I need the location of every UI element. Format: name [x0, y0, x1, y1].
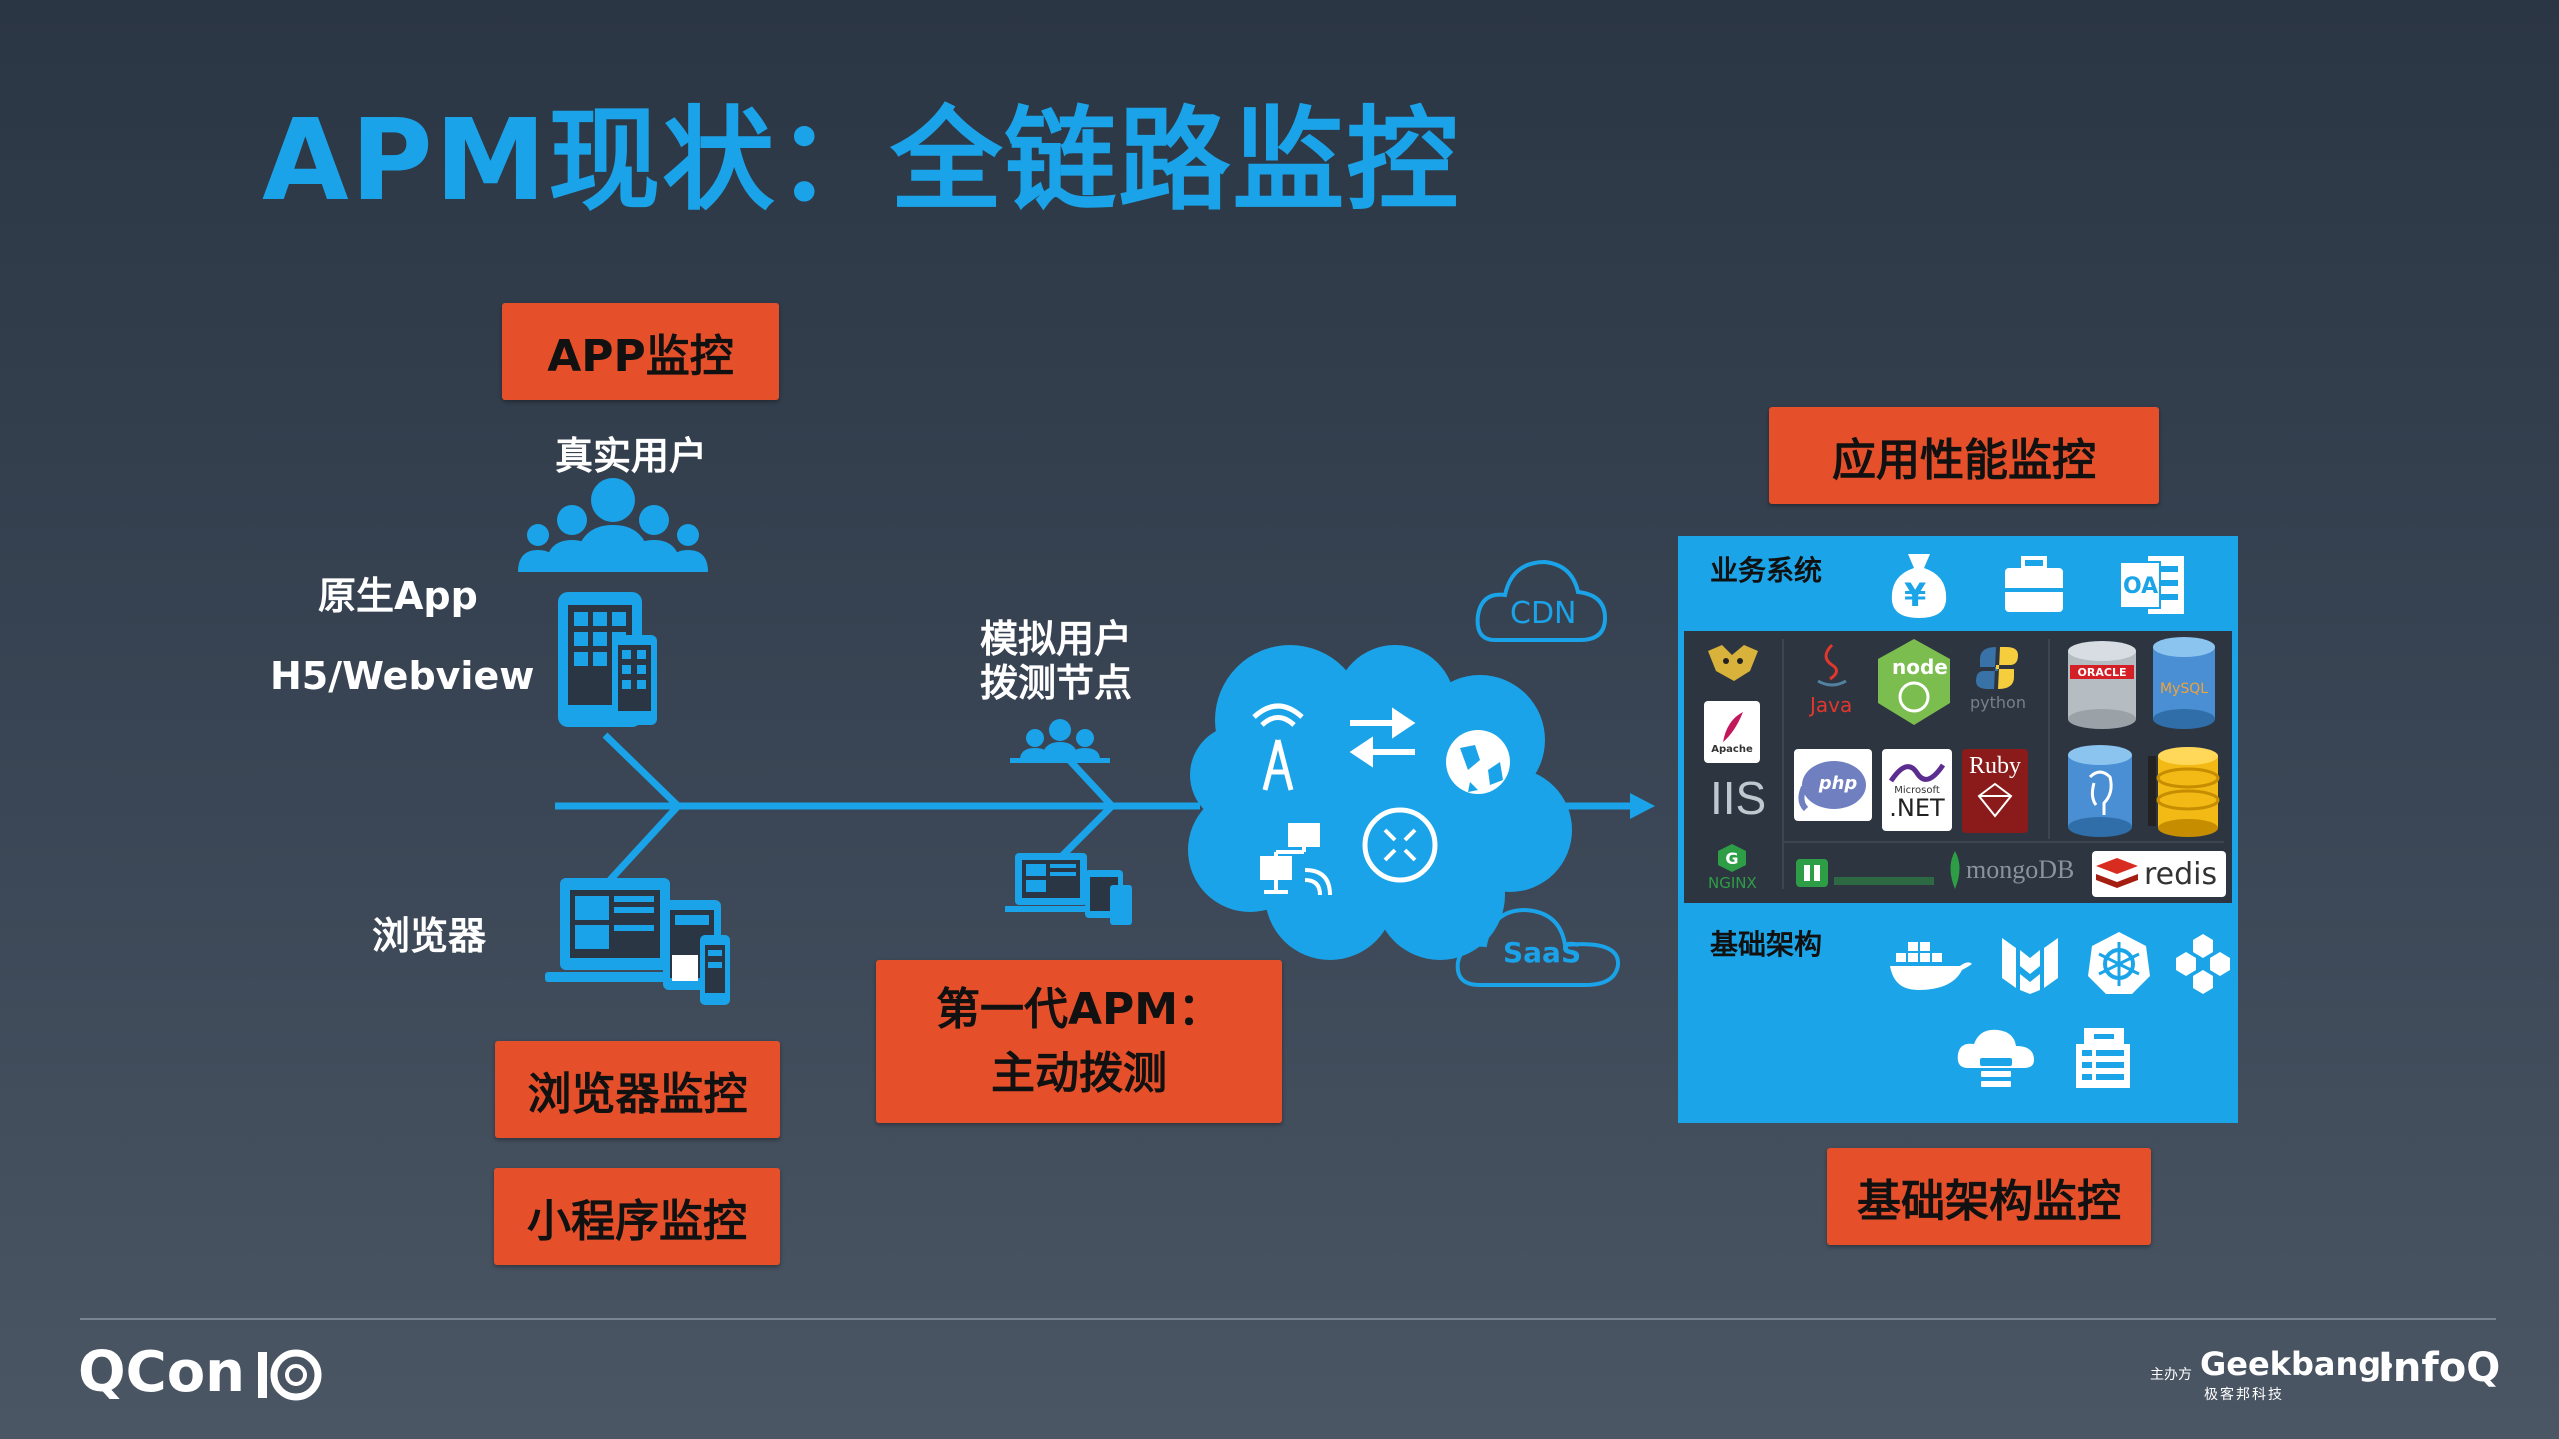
- java-icon: [1817, 643, 1847, 687]
- microsoft-label: Microsoft: [1894, 784, 1940, 796]
- cdn-cloud-icon: [1475, 559, 1608, 642]
- router-icon: [1362, 807, 1438, 883]
- dotnet-label: .NET: [1889, 793, 1945, 822]
- oa-label: OA: [2123, 574, 2159, 599]
- postgresql-db-icon: [2068, 745, 2132, 837]
- php-logo: php: [1794, 749, 1872, 821]
- couchbase-icon: [1796, 859, 1934, 887]
- briefcase-icon: [2005, 556, 2063, 612]
- sim-users-label-1: 模拟用户: [980, 617, 1133, 661]
- real-users-label: 真实用户: [555, 434, 708, 478]
- php-elephant-icon: php: [1798, 761, 1866, 812]
- infra-monitor-box: 基础架构监控: [1827, 1148, 2151, 1245]
- qcon-10-badge-icon: [258, 1349, 322, 1401]
- app-perf-monitor-box: 应用性能监控: [1769, 407, 2159, 504]
- oracle-db-icon: ORACLE: [2068, 641, 2136, 729]
- lan-network-icon: [1260, 823, 1332, 896]
- apache-label: Apache: [1711, 743, 1753, 755]
- infoq-logo: InfoQ: [2378, 1345, 2501, 1391]
- saas-label: SaaS: [1503, 936, 1582, 969]
- app-perf-monitor-label: 应用性能监控: [1832, 434, 2096, 486]
- office-outlook-icon: [2119, 556, 2184, 614]
- cloud-storage-icon: [1957, 1029, 2034, 1089]
- geekbang-cn-label: 极客邦科技: [2204, 1387, 2284, 1403]
- antenna-icon: [1252, 703, 1304, 791]
- mongodb-leaf-icon: [1950, 851, 1960, 889]
- first-gen-apm-box: 第一代APM： 主动拨测: [876, 960, 1282, 1123]
- globe-icon: [1446, 730, 1510, 794]
- mysql-db-icon: MySQL: [2153, 637, 2215, 729]
- kubernetes-icon: [2088, 932, 2150, 994]
- first-gen-line1: 第一代APM：: [935, 983, 1223, 1035]
- docker-icon: [1890, 942, 1972, 990]
- footer-divider: [80, 1318, 2496, 1320]
- tomcat-icon: [1708, 645, 1758, 681]
- java-label: Java: [1810, 693, 1853, 717]
- exchange-arrows-icon: [1349, 707, 1416, 768]
- tech-stack-area: Apache IIS G NGINX Java node python: [1684, 631, 2232, 903]
- organizer-label: 主办方: [2150, 1367, 2192, 1383]
- flow-arrow-head: [1630, 793, 1655, 819]
- yen-symbol: ¥: [1904, 576, 1927, 614]
- tech-separator-horizontal: [1784, 841, 2224, 843]
- sim-users-label-2: 拨测节点: [980, 661, 1133, 705]
- browser-monitor-box: 浏览器监控: [495, 1041, 780, 1138]
- svg-text:G: G: [1725, 849, 1738, 868]
- sqlserver-db-icon: [2148, 747, 2220, 837]
- qcon-10-text: 10: [330, 1352, 331, 1353]
- qcon-logo: QCon: [78, 1340, 246, 1405]
- laptop-devices-icon: [1005, 853, 1132, 925]
- infrastructure-label: 基础架构: [1710, 928, 1823, 961]
- nginx-icon: G: [1718, 844, 1746, 872]
- redis-logo: redis: [2092, 851, 2226, 897]
- hexagon-cluster-icon: [2176, 934, 2230, 994]
- iis-logo: IIS: [1710, 772, 1767, 824]
- browser-monitor-label: 浏览器监控: [527, 1068, 748, 1120]
- h5-webview-label: H5/Webview: [270, 654, 535, 698]
- cdn-label: CDN: [1510, 596, 1577, 631]
- browser-label: 浏览器: [372, 914, 487, 958]
- first-gen-line2: 主动拨测: [991, 1047, 1167, 1099]
- mysql-label: MySQL: [2160, 681, 2208, 697]
- business-system-label: 业务系统: [1710, 554, 1823, 587]
- nodejs-label: node: [1892, 655, 1948, 679]
- saas-cloud-icon: [1455, 907, 1621, 987]
- infra-monitor-label: 基础架构监控: [1857, 1175, 2121, 1227]
- app-stack-panel: 业务系统 ¥ OA Apache IIS G NGINX: [1678, 536, 2238, 1123]
- redis-cube-icon: [2096, 858, 2138, 888]
- money-bag-icon: [1891, 554, 1947, 618]
- miniprogram-monitor-box: 小程序监控: [494, 1168, 780, 1265]
- tech-separator-vertical-2: [2048, 639, 2050, 839]
- python-icon: [1976, 647, 2018, 689]
- tech-separator-vertical: [1782, 639, 1784, 889]
- nginx-label: NGINX: [1708, 874, 1757, 892]
- php-label: php: [1818, 773, 1858, 794]
- native-app-label: 原生App: [318, 574, 478, 618]
- users-group-icon: [518, 478, 708, 572]
- python-label: python: [1970, 693, 2026, 712]
- dotnet-wave-icon: [1888, 763, 1946, 782]
- network-cloud: [1188, 645, 1572, 960]
- ruby-label: Ruby: [1968, 753, 2021, 779]
- nodejs-icon: [1878, 639, 1950, 725]
- ruby-logo: Ruby: [1962, 749, 2028, 833]
- app-monitor-box: APP监控: [502, 303, 779, 400]
- server-building-icon: [2076, 1028, 2130, 1088]
- ruby-gem-icon: [1977, 782, 2013, 818]
- mobile-devices-icon: [558, 592, 657, 727]
- dotnet-logo: Microsoft .NET: [1882, 749, 1952, 831]
- geekbang-logo: Geekbang›.: [2200, 1345, 2407, 1383]
- miniprogram-monitor-label: 小程序监控: [527, 1195, 747, 1247]
- mongodb-label: mongoDB: [1966, 855, 2075, 884]
- browser-devices-icon: [545, 878, 730, 1005]
- sim-users-icon: [1010, 719, 1110, 763]
- app-monitor-label: APP监控: [547, 330, 734, 382]
- oracle-label: ORACLE: [2078, 666, 2127, 679]
- page-title: APM现状：全链路监控: [262, 96, 1461, 226]
- mesos-icon: [2002, 938, 2058, 994]
- apache-logo: Apache: [1704, 701, 1760, 763]
- apache-feather-icon: [1723, 711, 1743, 742]
- redis-label: redis: [2144, 856, 2218, 892]
